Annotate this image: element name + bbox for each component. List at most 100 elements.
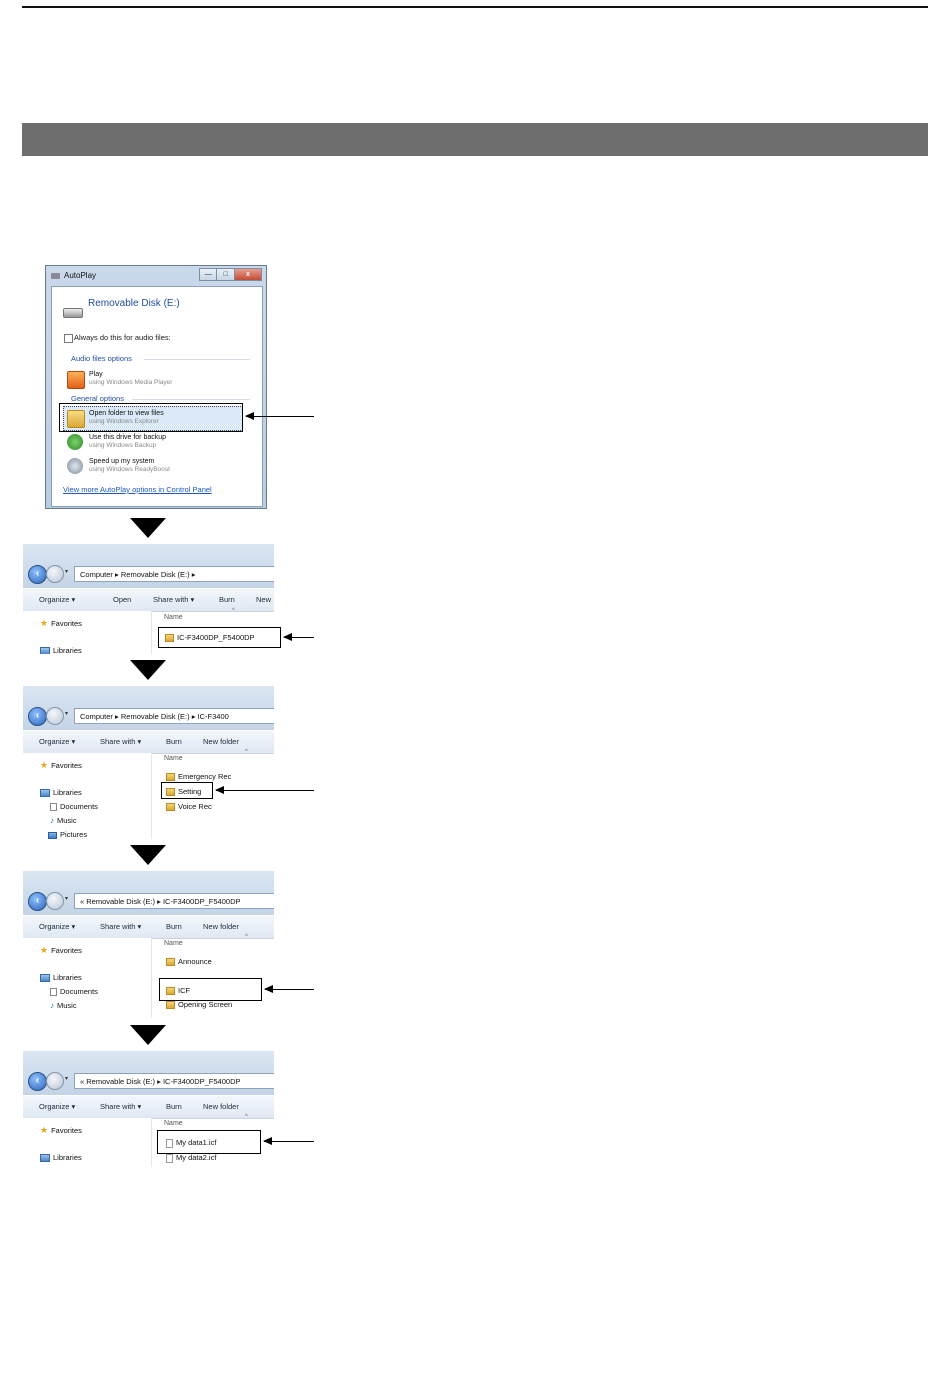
nav-favorites[interactable]: ★Favorites bbox=[40, 760, 82, 771]
folder-icon bbox=[166, 958, 175, 967]
nav-pictures[interactable]: Pictures bbox=[48, 830, 87, 839]
new-folder-button[interactable]: New bbox=[256, 595, 272, 604]
star-icon: ★ bbox=[40, 1125, 49, 1135]
organize-button[interactable]: Organize ▾ bbox=[39, 1102, 76, 1111]
recent-dropdown-icon[interactable]: ▾ bbox=[65, 1076, 69, 1082]
folder-item[interactable]: Voice Rec bbox=[166, 802, 212, 812]
folder-item[interactable]: Emergency Rec bbox=[166, 772, 231, 782]
burn-button[interactable]: Burn bbox=[219, 595, 235, 604]
address-bar[interactable]: Computer ▸ Removable Disk (E:) ▸ IC-F340… bbox=[74, 708, 274, 724]
nav-libraries[interactable]: Libraries bbox=[40, 973, 82, 983]
file-name: IC-F3400DP_F5400DP bbox=[177, 633, 255, 642]
folder-item[interactable]: Opening Screen bbox=[166, 1000, 232, 1010]
folder-item[interactable]: IC-F3400DP_F5400DP bbox=[165, 633, 255, 643]
back-arrow-icon[interactable]: ‹ bbox=[28, 707, 47, 726]
nav-libraries[interactable]: Libraries bbox=[40, 788, 82, 798]
open-folder-subtitle: using Windows Explorer bbox=[89, 418, 159, 425]
recent-dropdown-icon[interactable]: ▾ bbox=[65, 711, 69, 717]
music-icon: ♪ bbox=[50, 1001, 54, 1010]
device-heading: Removable Disk (E:) bbox=[88, 298, 180, 309]
close-button[interactable]: x bbox=[233, 268, 262, 281]
nav-documents[interactable]: Documents bbox=[50, 802, 98, 812]
navigation-pane: ★Favorites Libraries Documents ♪Music bbox=[23, 938, 152, 1018]
control-panel-link[interactable]: View more AutoPlay options in Control Pa… bbox=[63, 485, 212, 494]
address-bar[interactable]: « Removable Disk (E:) ▸ IC-F3400DP_F5400… bbox=[74, 893, 274, 909]
nav-label: Favorites bbox=[51, 946, 82, 955]
back-arrow-icon[interactable]: ‹ bbox=[28, 565, 47, 584]
toolbar: Organize ▾ Share with ▾ Burn New folder bbox=[23, 730, 274, 754]
share-with-button[interactable]: Share with ▾ bbox=[153, 595, 195, 604]
folder-item[interactable]: Announce bbox=[166, 957, 212, 967]
nav-favorites[interactable]: ★Favorites bbox=[40, 1125, 82, 1136]
maximize-button[interactable]: □ bbox=[216, 268, 235, 281]
always-checkbox[interactable] bbox=[64, 334, 73, 343]
nav-music[interactable]: ♪Music bbox=[50, 1001, 77, 1010]
file-item[interactable]: My data2.icf bbox=[166, 1153, 216, 1163]
burn-button[interactable]: Burn bbox=[166, 922, 182, 931]
name-column-header[interactable]: Name bbox=[164, 614, 183, 621]
open-folder-text: Open folder to view files using Windows … bbox=[89, 410, 164, 426]
down-arrow bbox=[130, 845, 166, 865]
address-bar[interactable]: Computer ▸ Removable Disk (E:) ▸ bbox=[74, 566, 274, 582]
nav-label: Libraries bbox=[53, 788, 82, 797]
nav-documents[interactable]: Documents bbox=[50, 987, 98, 997]
nav-libraries[interactable]: Libraries bbox=[40, 1153, 82, 1163]
forward-arrow-icon[interactable] bbox=[46, 565, 64, 583]
minimize-button[interactable]: — bbox=[199, 268, 218, 281]
documents-icon bbox=[50, 803, 57, 812]
sort-caret-icon: ^ bbox=[245, 1114, 248, 1120]
nav-libraries[interactable]: Libraries bbox=[40, 646, 82, 654]
nav-favorites[interactable]: ★Favorites bbox=[40, 945, 82, 956]
callout-box bbox=[157, 1130, 261, 1154]
readyboost-icon bbox=[67, 458, 83, 474]
nav-label: Libraries bbox=[53, 973, 82, 982]
file-name: My data2.icf bbox=[176, 1153, 217, 1162]
forward-arrow-icon[interactable] bbox=[46, 1072, 64, 1090]
folder-item[interactable]: ICF bbox=[166, 986, 190, 996]
new-folder-button[interactable]: New folder bbox=[203, 1102, 239, 1111]
speed-option[interactable]: Speed up my system using Windows ReadyBo… bbox=[89, 458, 170, 474]
share-with-button[interactable]: Share with ▾ bbox=[100, 1102, 142, 1111]
address-bar[interactable]: « Removable Disk (E:) ▸ IC-F3400DP_F5400… bbox=[74, 1073, 274, 1089]
back-arrow-icon[interactable]: ‹ bbox=[28, 892, 47, 911]
forward-arrow-icon[interactable] bbox=[46, 892, 64, 910]
toolbar: Organize ▾ Open Share with ▾ Burn New bbox=[23, 588, 274, 612]
autoplay-dialog: AutoPlay — □ x Removable Disk (E:) Alway… bbox=[45, 265, 267, 509]
new-folder-button[interactable]: New folder bbox=[203, 922, 239, 931]
folder-item[interactable]: Setting bbox=[166, 787, 201, 797]
file-icon bbox=[166, 1153, 173, 1163]
burn-button[interactable]: Burn bbox=[166, 1102, 182, 1111]
star-icon: ★ bbox=[40, 760, 49, 770]
always-checkbox-label: Always do this for audio files: bbox=[74, 333, 171, 342]
organize-button[interactable]: Organize ▾ bbox=[39, 737, 76, 746]
share-with-button[interactable]: Share with ▾ bbox=[100, 922, 142, 931]
file-item[interactable]: My data1.icf bbox=[166, 1138, 216, 1148]
open-button[interactable]: Open bbox=[113, 595, 132, 604]
divider bbox=[132, 399, 250, 400]
burn-button[interactable]: Burn bbox=[166, 737, 182, 746]
new-folder-button[interactable]: New folder bbox=[203, 737, 239, 746]
name-column-header[interactable]: Name bbox=[164, 755, 183, 762]
callout-box bbox=[59, 403, 243, 432]
back-arrow-icon[interactable]: ‹ bbox=[28, 1072, 47, 1091]
recent-dropdown-icon[interactable]: ▾ bbox=[65, 569, 69, 575]
folder-icon bbox=[166, 987, 175, 996]
nav-favorites[interactable]: ★Favorites bbox=[40, 618, 82, 629]
nav-label: Favorites bbox=[51, 619, 82, 628]
play-option[interactable]: Play using Windows Media Player bbox=[89, 371, 172, 387]
backup-option[interactable]: Use this drive for backup using Windows … bbox=[89, 434, 166, 450]
autoplay-body: Removable Disk (E:) Always do this for a… bbox=[51, 286, 263, 507]
organize-button[interactable]: Organize ▾ bbox=[39, 922, 76, 931]
nav-music[interactable]: ♪Music bbox=[50, 816, 77, 825]
name-column-header[interactable]: Name bbox=[164, 940, 183, 947]
nav-label: Favorites bbox=[51, 761, 82, 770]
down-arrow bbox=[130, 660, 166, 680]
name-column-header[interactable]: Name bbox=[164, 1120, 183, 1127]
share-with-button[interactable]: Share with ▾ bbox=[100, 737, 142, 746]
organize-button[interactable]: Organize ▾ bbox=[39, 595, 76, 604]
recent-dropdown-icon[interactable]: ▾ bbox=[65, 896, 69, 902]
forward-arrow-icon[interactable] bbox=[46, 707, 64, 725]
libraries-icon bbox=[40, 789, 50, 798]
removable-disk-icon bbox=[63, 308, 83, 318]
open-folder-option[interactable] bbox=[63, 406, 243, 431]
